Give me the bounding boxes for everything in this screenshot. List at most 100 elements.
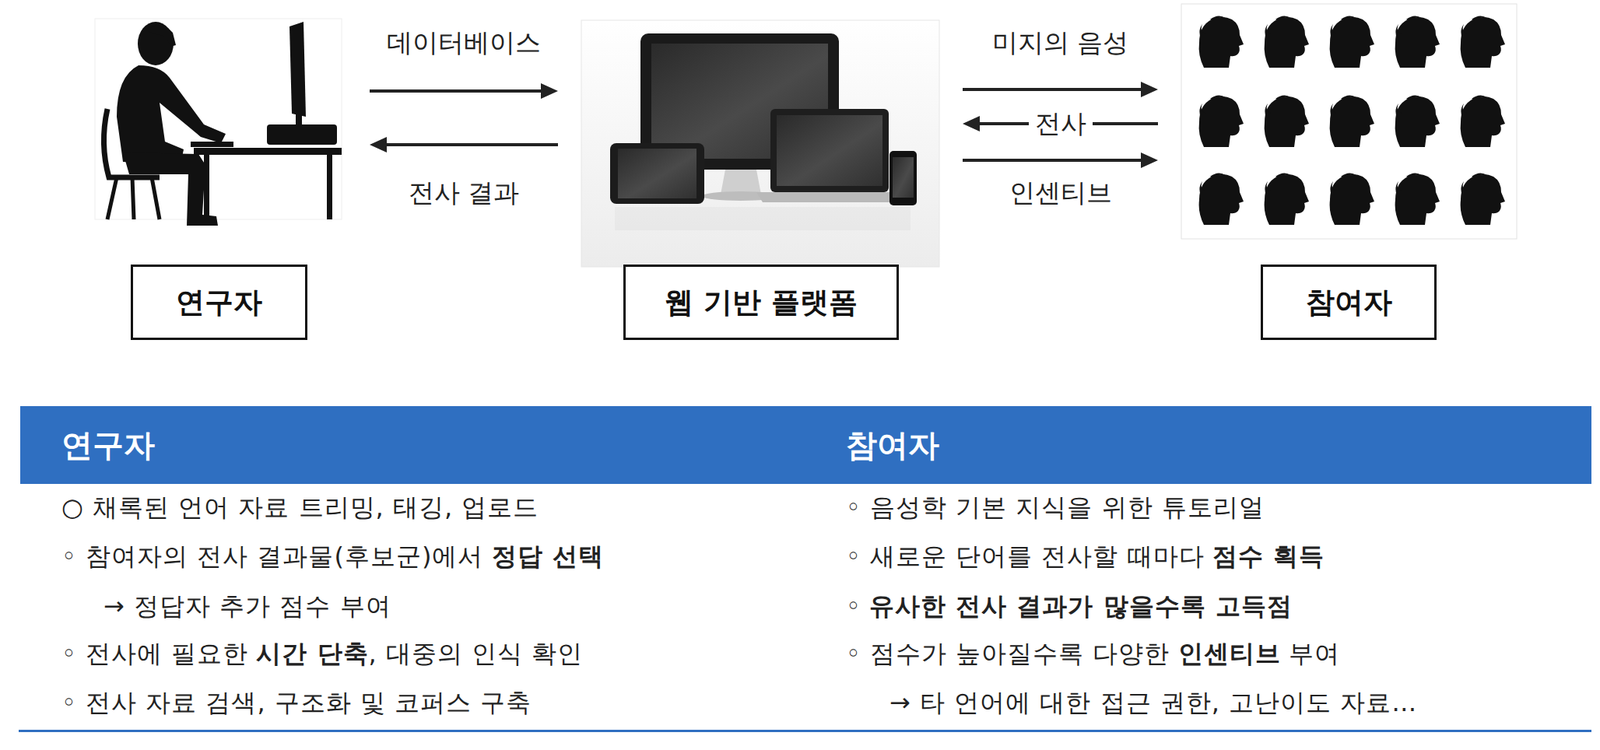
computer: [266, 124, 337, 145]
table-header: 연구자: [61, 406, 155, 485]
head: [1329, 94, 1375, 148]
head: [1460, 94, 1506, 148]
arrow-head: [1140, 81, 1158, 98]
figure-frame: [581, 20, 940, 267]
head: [1329, 15, 1375, 68]
table-cell-text: → 정답자 추가 점수 부여: [103, 591, 392, 622]
table-cell-text: 시간 단축: [256, 638, 369, 669]
laptop-base: [756, 192, 903, 203]
keyboard: [190, 141, 234, 148]
table-cell-text: , 대중의 인식 확인: [368, 638, 584, 669]
edge-label: 전사 결과: [402, 176, 527, 210]
table-cell-text: ◦ 참여자의 전사 결과물(후보군)에서: [61, 541, 484, 572]
arrow-head: [540, 83, 558, 99]
table-row: ◦ 전사에 필요한시간 단축, 대중의 인식 확인: [61, 633, 583, 674]
table-cell-text: 정답 선택: [491, 541, 604, 572]
figure-frame: [94, 18, 342, 220]
head: [1199, 94, 1244, 148]
tablet: [610, 143, 705, 204]
legs: [122, 152, 218, 226]
table-cell-text: ◦ 전사 자료 검색, 구조화 및 코퍼스 구축: [61, 687, 532, 718]
table-cell-text: ◦ 전사에 필요한: [61, 638, 249, 669]
arrow-head: [962, 115, 980, 132]
table-row: ◦ 참여자의 전사 결과물(후보군)에서정답 선택: [61, 536, 604, 577]
laptop: [770, 108, 889, 193]
arrow-connector: [962, 152, 1158, 169]
arrow-head: [369, 136, 387, 153]
node-column: 참여자: [1181, 18, 1517, 341]
head: [1460, 172, 1506, 225]
head: [1460, 15, 1506, 68]
table-row: → 정답자 추가 점수 부여: [103, 585, 392, 627]
chair-legs: [107, 177, 160, 220]
researcher-figure: [94, 18, 342, 226]
laptop-screen: [776, 115, 883, 186]
arrow-line: [962, 87, 1144, 92]
edge-label: 인센티브: [1003, 176, 1119, 210]
table-cell-text: ◦ 점수가 높아질수록 다양한: [845, 638, 1170, 669]
table-cell-text: ○ 채록된 언어 자료 트리밍, 태깅, 업로드: [61, 492, 539, 523]
label-box: 웹 기반 플랫폼: [623, 264, 899, 341]
node-column: 웹 기반 플랫폼: [581, 18, 940, 341]
edge-label: 데이터베이스: [380, 26, 548, 60]
head: [1395, 94, 1440, 148]
phone-screen: [892, 157, 914, 198]
head: [1199, 15, 1244, 68]
table-cell-text: 점수 획득: [1212, 541, 1325, 572]
figure-frame: [1181, 3, 1517, 239]
table-cell-text: 유사한 전사 결과가 많을수록 고득점: [869, 591, 1293, 622]
box-label: 웹 기반 플랫폼: [664, 283, 858, 323]
desk: [193, 147, 342, 155]
arrow-connector: [369, 83, 558, 99]
head: [1395, 15, 1440, 68]
reflection: [614, 207, 911, 231]
participant-heads: [1181, 3, 1517, 239]
table-bottom-rule: [18, 729, 1592, 733]
table-cell-text: ◦: [845, 591, 862, 622]
head: [1264, 94, 1309, 148]
arrow-line: [369, 89, 544, 93]
table-row: ◦ 음성학 기본 지식을 위한 튜토리얼: [845, 487, 1265, 528]
table-row: ◦유사한 전사 결과가 많을수록 고득점: [845, 585, 1293, 627]
desk-leg: [203, 154, 210, 220]
arrow-connector: [962, 81, 1158, 98]
table-cell-text: → 타 언어에 대한 접근 권한, 고난이도 자료…: [889, 687, 1418, 718]
chair-back: [103, 108, 160, 178]
head: [1264, 15, 1309, 68]
table-row: ◦ 새로운 단어를 전사할 때마다점수 획득: [845, 536, 1325, 577]
node-column: 연구자: [94, 18, 347, 341]
table-cell-text: ◦ 새로운 단어를 전사할 때마다: [845, 541, 1205, 572]
table-header-band: [20, 406, 1592, 485]
table-cell-text: ◦ 음성학 기본 지식을 위한 튜토리얼: [845, 492, 1265, 523]
monitor: [289, 21, 306, 117]
label-box: 연구자: [130, 264, 308, 341]
monitor-stand: [295, 112, 302, 126]
box-label: 참여자: [1305, 283, 1393, 323]
table-cell-text: 부여: [1288, 638, 1341, 669]
table-row: ◦ 전사 자료 검색, 구조화 및 코퍼스 구축: [61, 682, 532, 723]
head: [1264, 172, 1309, 225]
arrow-head: [1140, 152, 1158, 169]
table-cell-text: 인센티브: [1178, 638, 1281, 669]
box-label: 연구자: [175, 283, 263, 323]
platform-devices: [581, 20, 940, 267]
edge-label: 미지의 음성: [985, 26, 1136, 60]
head: [1329, 172, 1375, 225]
desk-leg: [326, 154, 333, 220]
arrow-line: [962, 158, 1144, 162]
table-row: → 타 언어에 대한 접근 권한, 고난이도 자료…: [889, 682, 1418, 723]
table-header: 참여자: [845, 406, 940, 485]
label-box: 참여자: [1260, 264, 1437, 341]
table-row: ◦ 점수가 높아질수록 다양한 인센티브부여: [845, 633, 1341, 674]
edge-label: 전사: [1028, 107, 1093, 141]
phone: [889, 150, 917, 206]
head: [1395, 172, 1440, 225]
head: [1199, 172, 1244, 225]
tablet-screen: [617, 148, 697, 199]
table-row: ○ 채록된 언어 자료 트리밍, 태깅, 업로드: [61, 487, 539, 528]
monitor-stand: [720, 169, 762, 195]
hair: [147, 24, 176, 47]
arrow-connector: [369, 136, 558, 153]
arrow-line: [383, 143, 558, 147]
